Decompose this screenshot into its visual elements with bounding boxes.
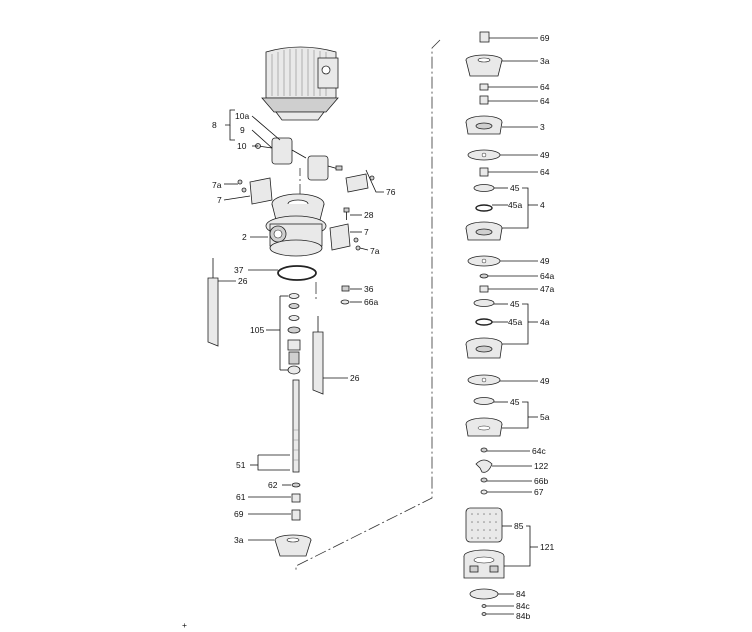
label-8: 8 bbox=[212, 120, 217, 130]
label-49-c: 49 bbox=[540, 376, 550, 386]
nut-36 bbox=[340, 285, 350, 305]
label-122: 122 bbox=[534, 461, 548, 471]
label-3: 3 bbox=[540, 122, 545, 132]
label-9: 9 bbox=[240, 125, 245, 135]
label-5a: 5a bbox=[540, 412, 550, 422]
label-64a: 64a bbox=[540, 271, 554, 281]
label-49-a: 49 bbox=[540, 150, 550, 160]
cover-plate bbox=[345, 173, 375, 193]
shaft bbox=[292, 379, 300, 473]
label-66b: 66b bbox=[534, 476, 548, 486]
strap-26-left bbox=[207, 258, 219, 347]
label-45-b: 45 bbox=[510, 299, 520, 309]
label-67: 67 bbox=[534, 487, 544, 497]
label-45-c: 45 bbox=[510, 397, 520, 407]
label-62: 62 bbox=[268, 480, 278, 490]
part-62 bbox=[291, 482, 301, 488]
part-69-left bbox=[291, 509, 301, 521]
shaft-seal bbox=[287, 293, 301, 375]
assembly-path-line bbox=[295, 39, 441, 572]
coupling-guard-top bbox=[237, 177, 273, 205]
label-45-a: 45 bbox=[510, 183, 520, 193]
label-51: 51 bbox=[236, 460, 246, 470]
label-45a-b: 45a bbox=[508, 317, 522, 327]
label-3a-right: 3a bbox=[540, 56, 550, 66]
label-85: 85 bbox=[514, 521, 524, 531]
label-84c: 84c bbox=[516, 601, 530, 611]
label-10: 10 bbox=[237, 141, 247, 151]
label-64c: 64c bbox=[532, 446, 546, 456]
label-28: 28 bbox=[364, 210, 374, 220]
pump-head bbox=[265, 193, 327, 257]
label-3a-left: 3a bbox=[234, 535, 244, 545]
coupling-guard-mid bbox=[329, 223, 361, 251]
label-45a-a: 45a bbox=[508, 200, 522, 210]
label-7-top: 7 bbox=[217, 195, 222, 205]
label-10a: 10a bbox=[235, 111, 249, 121]
label-105: 105 bbox=[250, 325, 264, 335]
label-121: 121 bbox=[540, 542, 554, 552]
label-64-a: 64 bbox=[540, 82, 550, 92]
chamber-3a-left bbox=[274, 534, 312, 557]
label-7-mid: 7 bbox=[364, 227, 369, 237]
label-7a-top: 7a bbox=[212, 180, 222, 190]
label-64-b: 64 bbox=[540, 96, 550, 106]
right-leader-lines bbox=[486, 37, 538, 615]
label-47a: 47a bbox=[540, 284, 554, 294]
label-76: 76 bbox=[386, 187, 396, 197]
assembly-path-line-upper bbox=[299, 168, 317, 300]
label-4: 4 bbox=[540, 200, 545, 210]
label-26-left: 26 bbox=[238, 276, 248, 286]
footer-mark: + bbox=[182, 620, 187, 630]
label-36: 36 bbox=[364, 284, 374, 294]
o-ring-37 bbox=[277, 265, 317, 281]
label-61: 61 bbox=[236, 492, 246, 502]
screw-28 bbox=[343, 207, 350, 220]
label-69-right: 69 bbox=[540, 33, 550, 43]
label-7a-mid: 7a bbox=[370, 246, 380, 256]
label-37: 37 bbox=[234, 265, 244, 275]
label-2: 2 bbox=[242, 232, 247, 242]
label-26-right: 26 bbox=[350, 373, 360, 383]
label-84b: 84b bbox=[516, 611, 530, 621]
part-61 bbox=[291, 493, 301, 503]
label-64-c: 64 bbox=[540, 167, 550, 177]
right-stack bbox=[463, 31, 505, 616]
label-84: 84 bbox=[516, 589, 526, 599]
label-66a: 66a bbox=[364, 297, 378, 307]
strap-26-right bbox=[312, 316, 324, 395]
label-4a: 4a bbox=[540, 317, 550, 327]
label-49-b: 49 bbox=[540, 256, 550, 266]
label-69-left: 69 bbox=[234, 509, 244, 519]
motor bbox=[261, 46, 339, 121]
